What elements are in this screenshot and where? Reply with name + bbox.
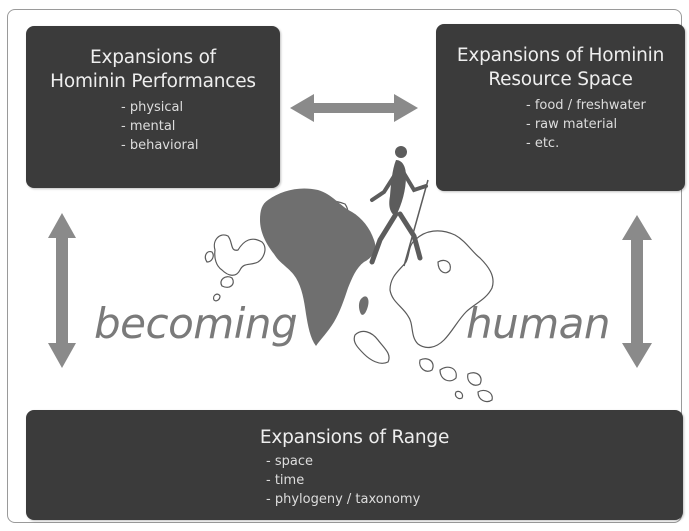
double-arrow-right-vertical [622,215,652,368]
performances-item-behavioral: behavioral [121,136,280,155]
double-arrow-horizontal [290,94,418,122]
word-human: human [466,299,611,348]
resource-space-title-line1: Expansions of Hominin [456,45,665,66]
performances-title-line1: Expansions of [89,47,216,68]
resource-space-box: Expansions of Hominin Resource Space foo… [436,24,685,191]
performances-item-physical: physical [121,98,280,117]
performances-title-line2: Hominin Performances [50,71,256,92]
range-box: Expansions of Range space time phylogeny… [26,410,683,520]
range-item-phylogeny: phylogeny / taxonomy [266,490,683,509]
range-item-space: space [266,452,683,471]
resource-space-list: food / freshwater raw material etc. [526,96,685,153]
performances-title: Expansions of Hominin Performances [26,46,280,94]
word-becoming: becoming [94,299,298,348]
madagascar-icon [358,296,369,315]
range-title: Expansions of Range [259,427,450,448]
resource-item-food: food / freshwater [526,96,685,115]
eurasia-outline-icon [204,200,494,403]
performances-list: physical mental behavioral [121,98,280,155]
performances-box: Expansions of Hominin Performances physi… [26,26,280,188]
resource-space-title-line2: Resource Space [488,69,633,90]
resource-item-raw-material: raw material [526,115,685,134]
range-list: space time phylogeny / taxonomy [266,452,683,509]
resource-space-title: Expansions of Hominin Resource Space [436,44,685,92]
resource-item-etc: etc. [526,134,685,153]
double-arrow-left-vertical [48,213,76,368]
africa-map-icon [260,188,376,346]
range-item-time: time [266,471,683,490]
performances-item-mental: mental [121,117,280,136]
hominin-walker-icon [369,146,429,267]
